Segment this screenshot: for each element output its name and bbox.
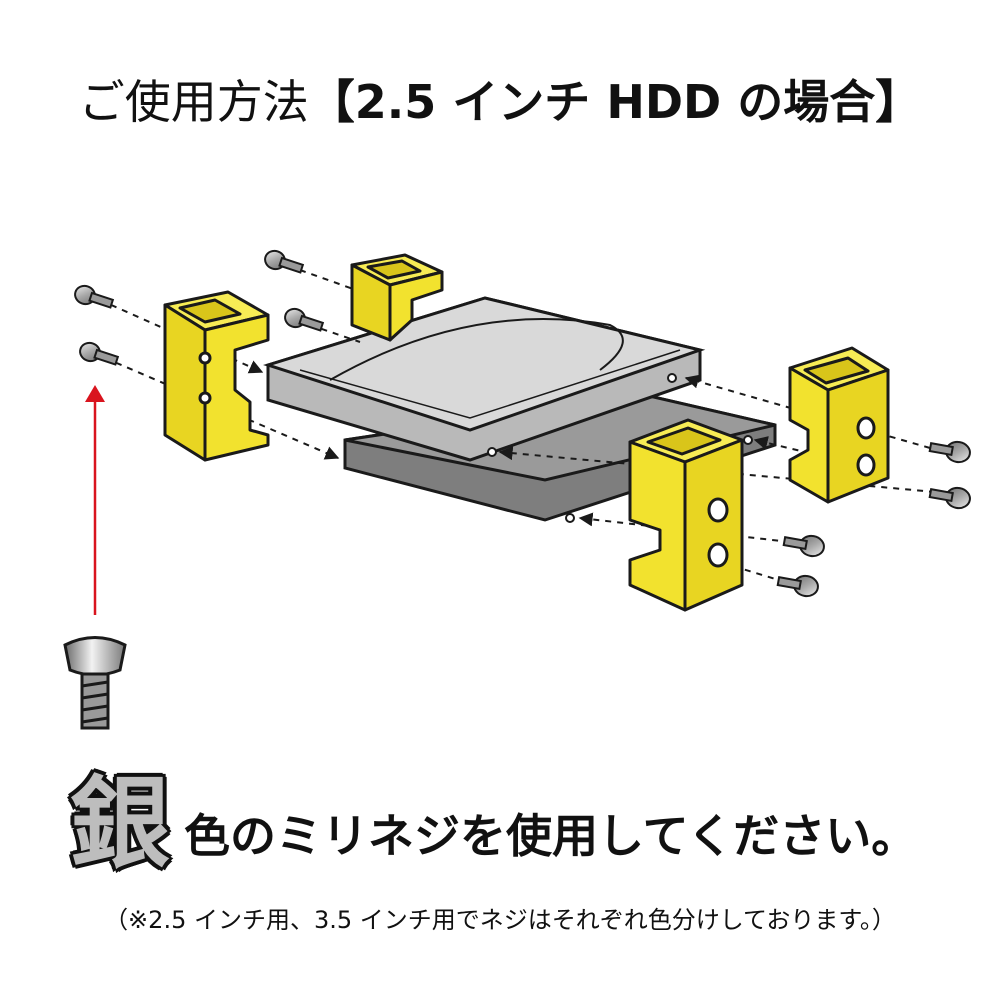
footnote: （※2.5 インチ用、3.5 インチ用でネジはそれぞれ色分けしております。） — [104, 906, 896, 934]
screw-notice: 銀 色のミリネジを使用してください。 — [60, 768, 960, 888]
notice-text: 色のミリネジを使用してください。 — [184, 809, 918, 863]
silver-screw-icon — [63, 636, 127, 730]
bracket-right-front — [628, 418, 744, 612]
bracket-left — [163, 290, 270, 462]
page-title-main: ご使用方法 — [78, 75, 309, 129]
bracket-back — [350, 253, 444, 342]
page-title-sub: 【2.5 インチ HDD の場合】 — [308, 75, 922, 129]
red-arrow — [85, 385, 105, 615]
assembly-diagram — [74, 249, 971, 615]
silver-kanji: 銀 — [70, 765, 170, 882]
bracket-right-back — [788, 346, 890, 504]
screw-icon — [74, 249, 971, 598]
page-title: ご使用方法【2.5 インチ HDD の場合】 — [0, 72, 1000, 132]
